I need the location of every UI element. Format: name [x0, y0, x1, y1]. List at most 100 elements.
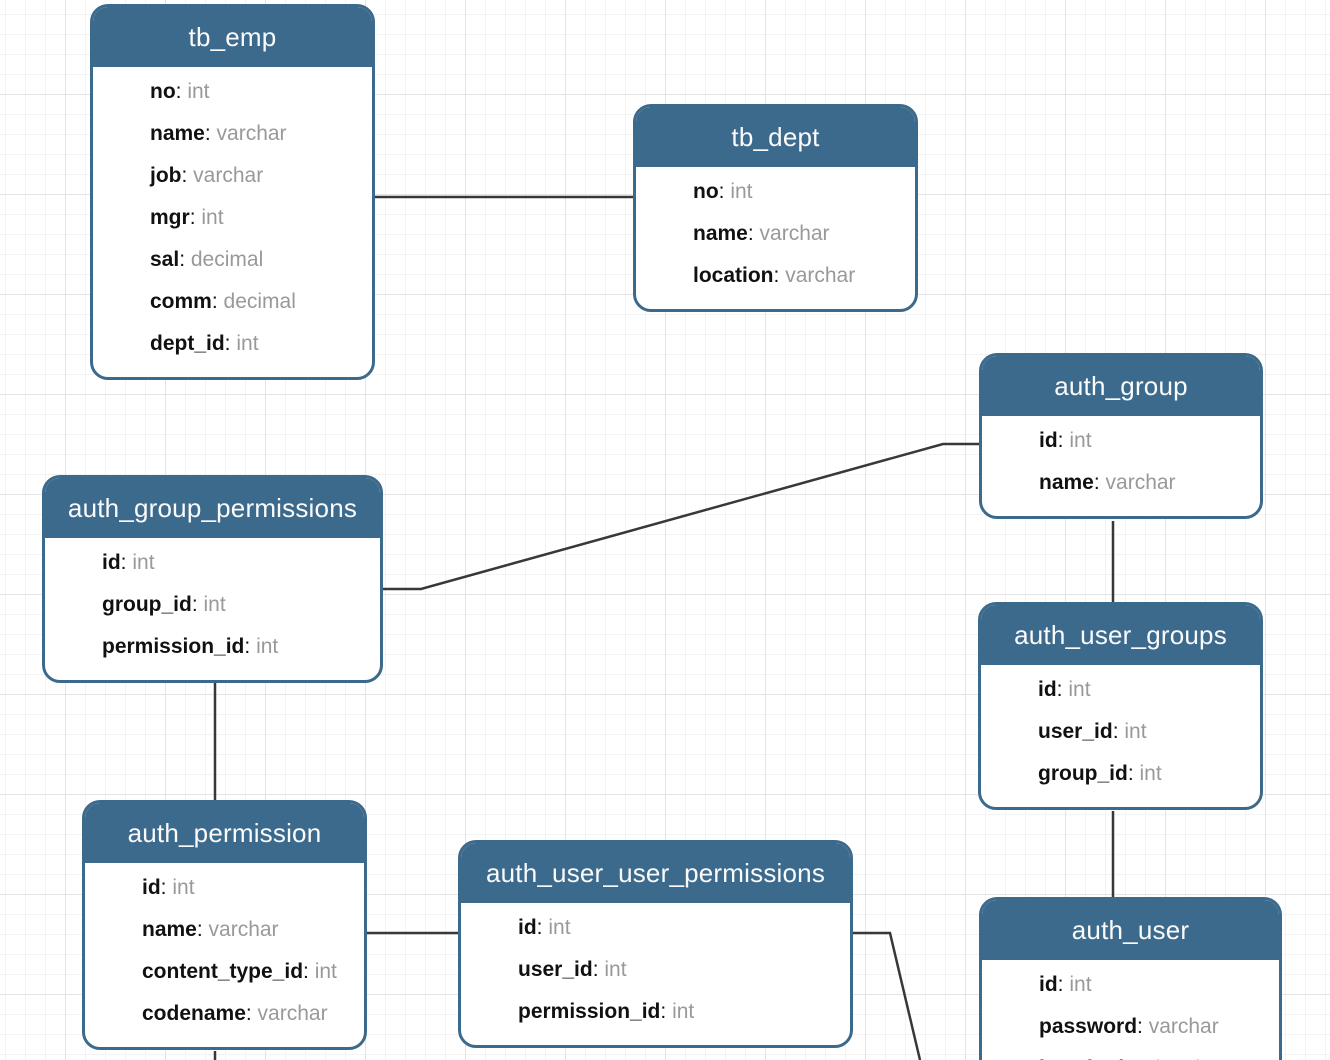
field-separator: : [592, 958, 605, 981]
field-row-location[interactable]: location: varchar [636, 255, 915, 297]
field-row-codename[interactable]: codename: varchar [85, 993, 364, 1035]
field-row-id[interactable]: id: int [45, 542, 380, 584]
field-row-mgr[interactable]: mgr: int [93, 197, 372, 239]
field-separator: : [1057, 973, 1070, 996]
field-row-id[interactable]: id: int [982, 420, 1260, 462]
field-name: name [142, 918, 197, 941]
field-row-user_id[interactable]: user_id: int [461, 949, 850, 991]
field-separator: : [224, 332, 237, 355]
field-separator: : [204, 122, 217, 145]
field-name: id [102, 551, 121, 574]
field-row-last_login[interactable]: last_login: datetime [982, 1048, 1279, 1060]
field-row-id[interactable]: id: int [981, 669, 1260, 711]
field-type: decimal [223, 290, 296, 313]
field-row-id[interactable]: id: int [85, 867, 364, 909]
field-row-name[interactable]: name: varchar [93, 113, 372, 155]
table-title[interactable]: auth_user_user_permissions [461, 843, 850, 903]
field-row-name[interactable]: name: varchar [636, 213, 915, 255]
table-title[interactable]: tb_emp [93, 7, 372, 67]
field-type: varchar [257, 1002, 328, 1025]
table-title[interactable]: tb_dept [636, 107, 915, 167]
field-name: name [693, 222, 748, 245]
field-type: int [1139, 762, 1162, 785]
field-name: id [142, 876, 161, 899]
field-separator: : [1056, 678, 1069, 701]
table-title[interactable]: auth_group_permissions [45, 478, 380, 538]
field-row-password[interactable]: password: varchar [982, 1006, 1279, 1048]
field-name: sal [150, 248, 180, 271]
field-row-permission_id[interactable]: permission_id: int [45, 626, 380, 668]
field-separator: : [245, 1002, 258, 1025]
field-name: user_id [518, 958, 593, 981]
field-type: varchar [193, 164, 264, 187]
relationship-wire-auth_user_user_permissions-to-(offscreen-bottom)[interactable] [853, 931, 922, 1060]
field-separator: : [120, 551, 133, 574]
field-name: job [150, 164, 182, 187]
field-row-no[interactable]: no: int [93, 71, 372, 113]
field-type: varchar [216, 122, 287, 145]
table-title[interactable]: auth_user_groups [981, 605, 1260, 665]
table-title[interactable]: auth_permission [85, 803, 364, 863]
field-separator: : [1057, 429, 1070, 452]
field-row-name[interactable]: name: varchar [982, 462, 1260, 504]
field-name: user_id [1038, 720, 1113, 743]
field-name: id [518, 916, 537, 939]
field-type: varchar [1105, 471, 1176, 494]
field-separator: : [303, 960, 315, 983]
field-row-content_type_id[interactable]: content_type_id: int [85, 951, 364, 993]
field-row-dept_id[interactable]: dept_id: int [93, 323, 372, 365]
field-row-permission_id[interactable]: permission_id: int [461, 991, 850, 1033]
field-name: last_login [1039, 1057, 1137, 1060]
field-type: int [256, 635, 279, 658]
field-row-no[interactable]: no: int [636, 171, 915, 213]
table-title[interactable]: auth_user [982, 900, 1279, 960]
relationship-wire-auth_group_permissions-to-auth_group[interactable] [383, 442, 980, 591]
field-separator: : [211, 290, 224, 313]
field-row-group_id[interactable]: group_id: int [981, 753, 1260, 795]
field-name: id [1039, 973, 1058, 996]
field-name: group_id [1038, 762, 1128, 785]
field-row-job[interactable]: job: varchar [93, 155, 372, 197]
field-row-sal[interactable]: sal: decimal [93, 239, 372, 281]
field-name: dept_id [150, 332, 225, 355]
field-type: int [548, 916, 571, 939]
field-type: int [203, 593, 226, 616]
field-separator: : [175, 80, 188, 103]
field-name: name [150, 122, 205, 145]
field-name: id [1039, 429, 1058, 452]
field-name: password [1039, 1015, 1138, 1038]
field-separator: : [181, 164, 194, 187]
field-type: datetime [1149, 1057, 1230, 1060]
field-row-comm[interactable]: comm: decimal [93, 281, 372, 323]
field-row-user_id[interactable]: user_id: int [981, 711, 1260, 753]
field-row-group_id[interactable]: group_id: int [45, 584, 380, 626]
field-name: permission_id [518, 1000, 661, 1023]
field-separator: : [1137, 1015, 1149, 1038]
field-row-name[interactable]: name: varchar [85, 909, 364, 951]
field-separator: : [536, 916, 549, 939]
table-title[interactable]: auth_group [982, 356, 1260, 416]
field-separator: : [773, 264, 786, 287]
field-separator: : [1137, 1057, 1149, 1060]
field-separator: : [747, 222, 760, 245]
field-row-id[interactable]: id: int [461, 907, 850, 949]
field-row-id[interactable]: id: int [982, 964, 1279, 1006]
field-name: comm [150, 290, 212, 313]
